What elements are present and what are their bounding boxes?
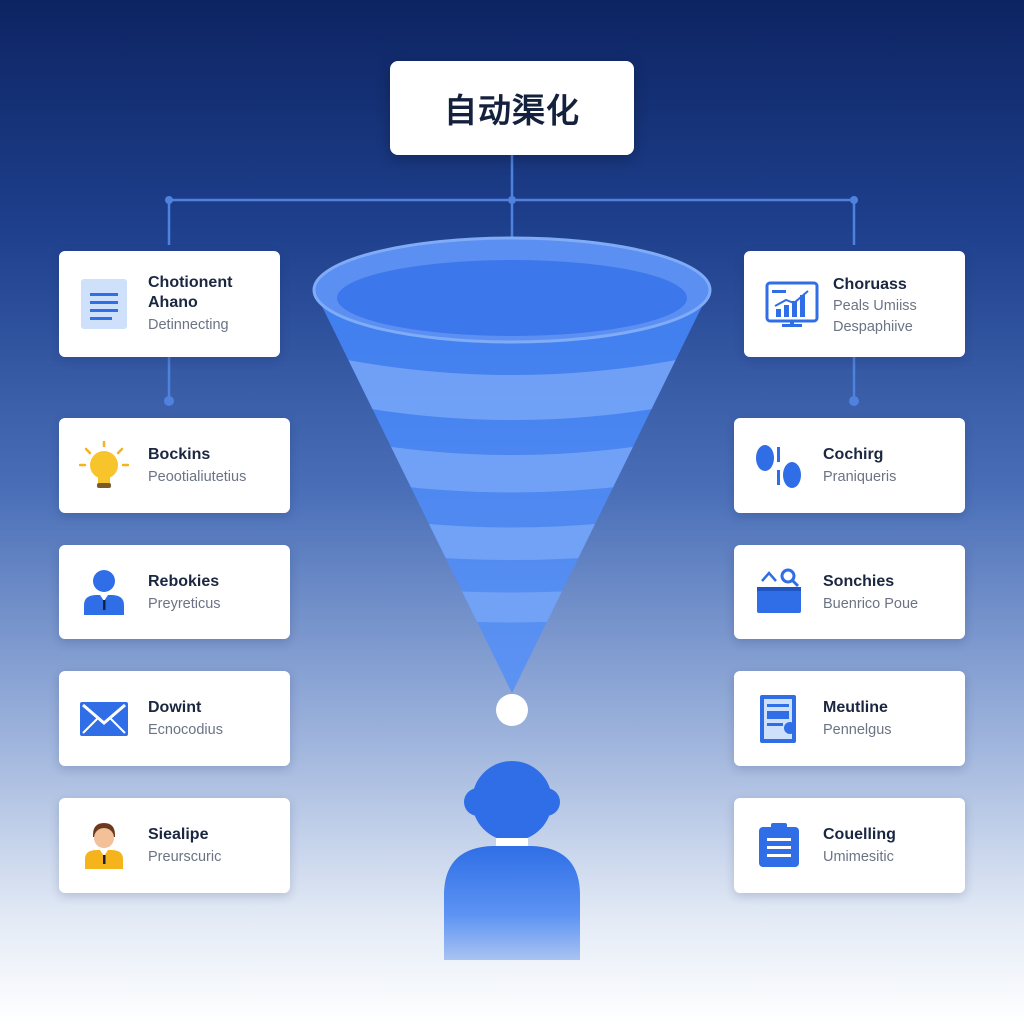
diagram-title: 自动渠化 <box>444 91 580 130</box>
businessman-icon <box>84 570 124 615</box>
document-icon <box>81 279 127 329</box>
card-right-5[interactable]: Couelling Umimesitic <box>734 798 965 893</box>
card-label-line: Rebokies <box>148 573 220 590</box>
card-label-line: Dowint <box>148 699 202 716</box>
card-label-line: Couelling <box>823 826 896 843</box>
card-sub-line: Despaphiive <box>833 319 913 335</box>
card-left-1[interactable]: Chotionent Ahano Detinnecting <box>59 251 280 357</box>
chart-monitor-icon <box>765 281 819 327</box>
card-left-3[interactable]: Rebokies Preyreticus <box>59 545 290 639</box>
title-box: 自动渠化 <box>390 61 634 155</box>
card-sub-line: Peootialiutetius <box>148 469 247 485</box>
card-label-line: Bockins <box>148 446 211 463</box>
toggle-icon <box>756 444 801 488</box>
lightbulb-icon <box>79 440 129 488</box>
card-right-4[interactable]: Meutline Pennelgus <box>734 671 965 766</box>
card-label-line: Chotionent <box>148 274 233 291</box>
card-right-2[interactable]: Cochirg Praniqueris <box>734 418 965 513</box>
card-label-line: Choruass <box>833 276 907 293</box>
envelope-icon <box>80 701 128 736</box>
funnel-output-dot <box>496 694 528 726</box>
card-label-line: Meutline <box>823 699 888 716</box>
basket-icon <box>757 568 801 613</box>
card-sub-line: Umimesitic <box>823 849 894 865</box>
card-sub-line: Peals Umiiss <box>833 298 917 314</box>
person-icon <box>85 822 123 869</box>
card-right-1[interactable]: Choruass Peals Umiiss Despaphiive <box>744 251 965 357</box>
card-sub-line: Pennelgus <box>823 722 892 738</box>
card-left-4[interactable]: Dowint Ecnocodius <box>59 671 290 766</box>
card-label-line: Sonchies <box>823 573 895 590</box>
person-silhouette <box>444 761 580 960</box>
card-sub-line: Buenrico Poue <box>823 596 919 612</box>
card-left-5[interactable]: Siealipe Preurscuric <box>59 798 290 893</box>
card-label-line: Siealipe <box>148 826 209 843</box>
card-sub-line: Preyreticus <box>148 596 221 612</box>
card-right-3[interactable]: Sonchies Buenrico Poue <box>734 545 965 639</box>
clipboard-icon <box>759 822 799 867</box>
card-sub-line: Detinnecting <box>148 317 229 333</box>
card-left-2[interactable]: Bockins Peootialiutetius <box>59 418 290 513</box>
card-label-line: Ahano <box>148 294 198 311</box>
card-sub-line: Ecnocodius <box>148 722 223 738</box>
card-sub-line: Praniqueris <box>823 469 897 485</box>
card-label-line: Cochirg <box>823 446 884 463</box>
card-sub-line: Preurscuric <box>148 849 222 865</box>
report-icon <box>760 694 796 743</box>
